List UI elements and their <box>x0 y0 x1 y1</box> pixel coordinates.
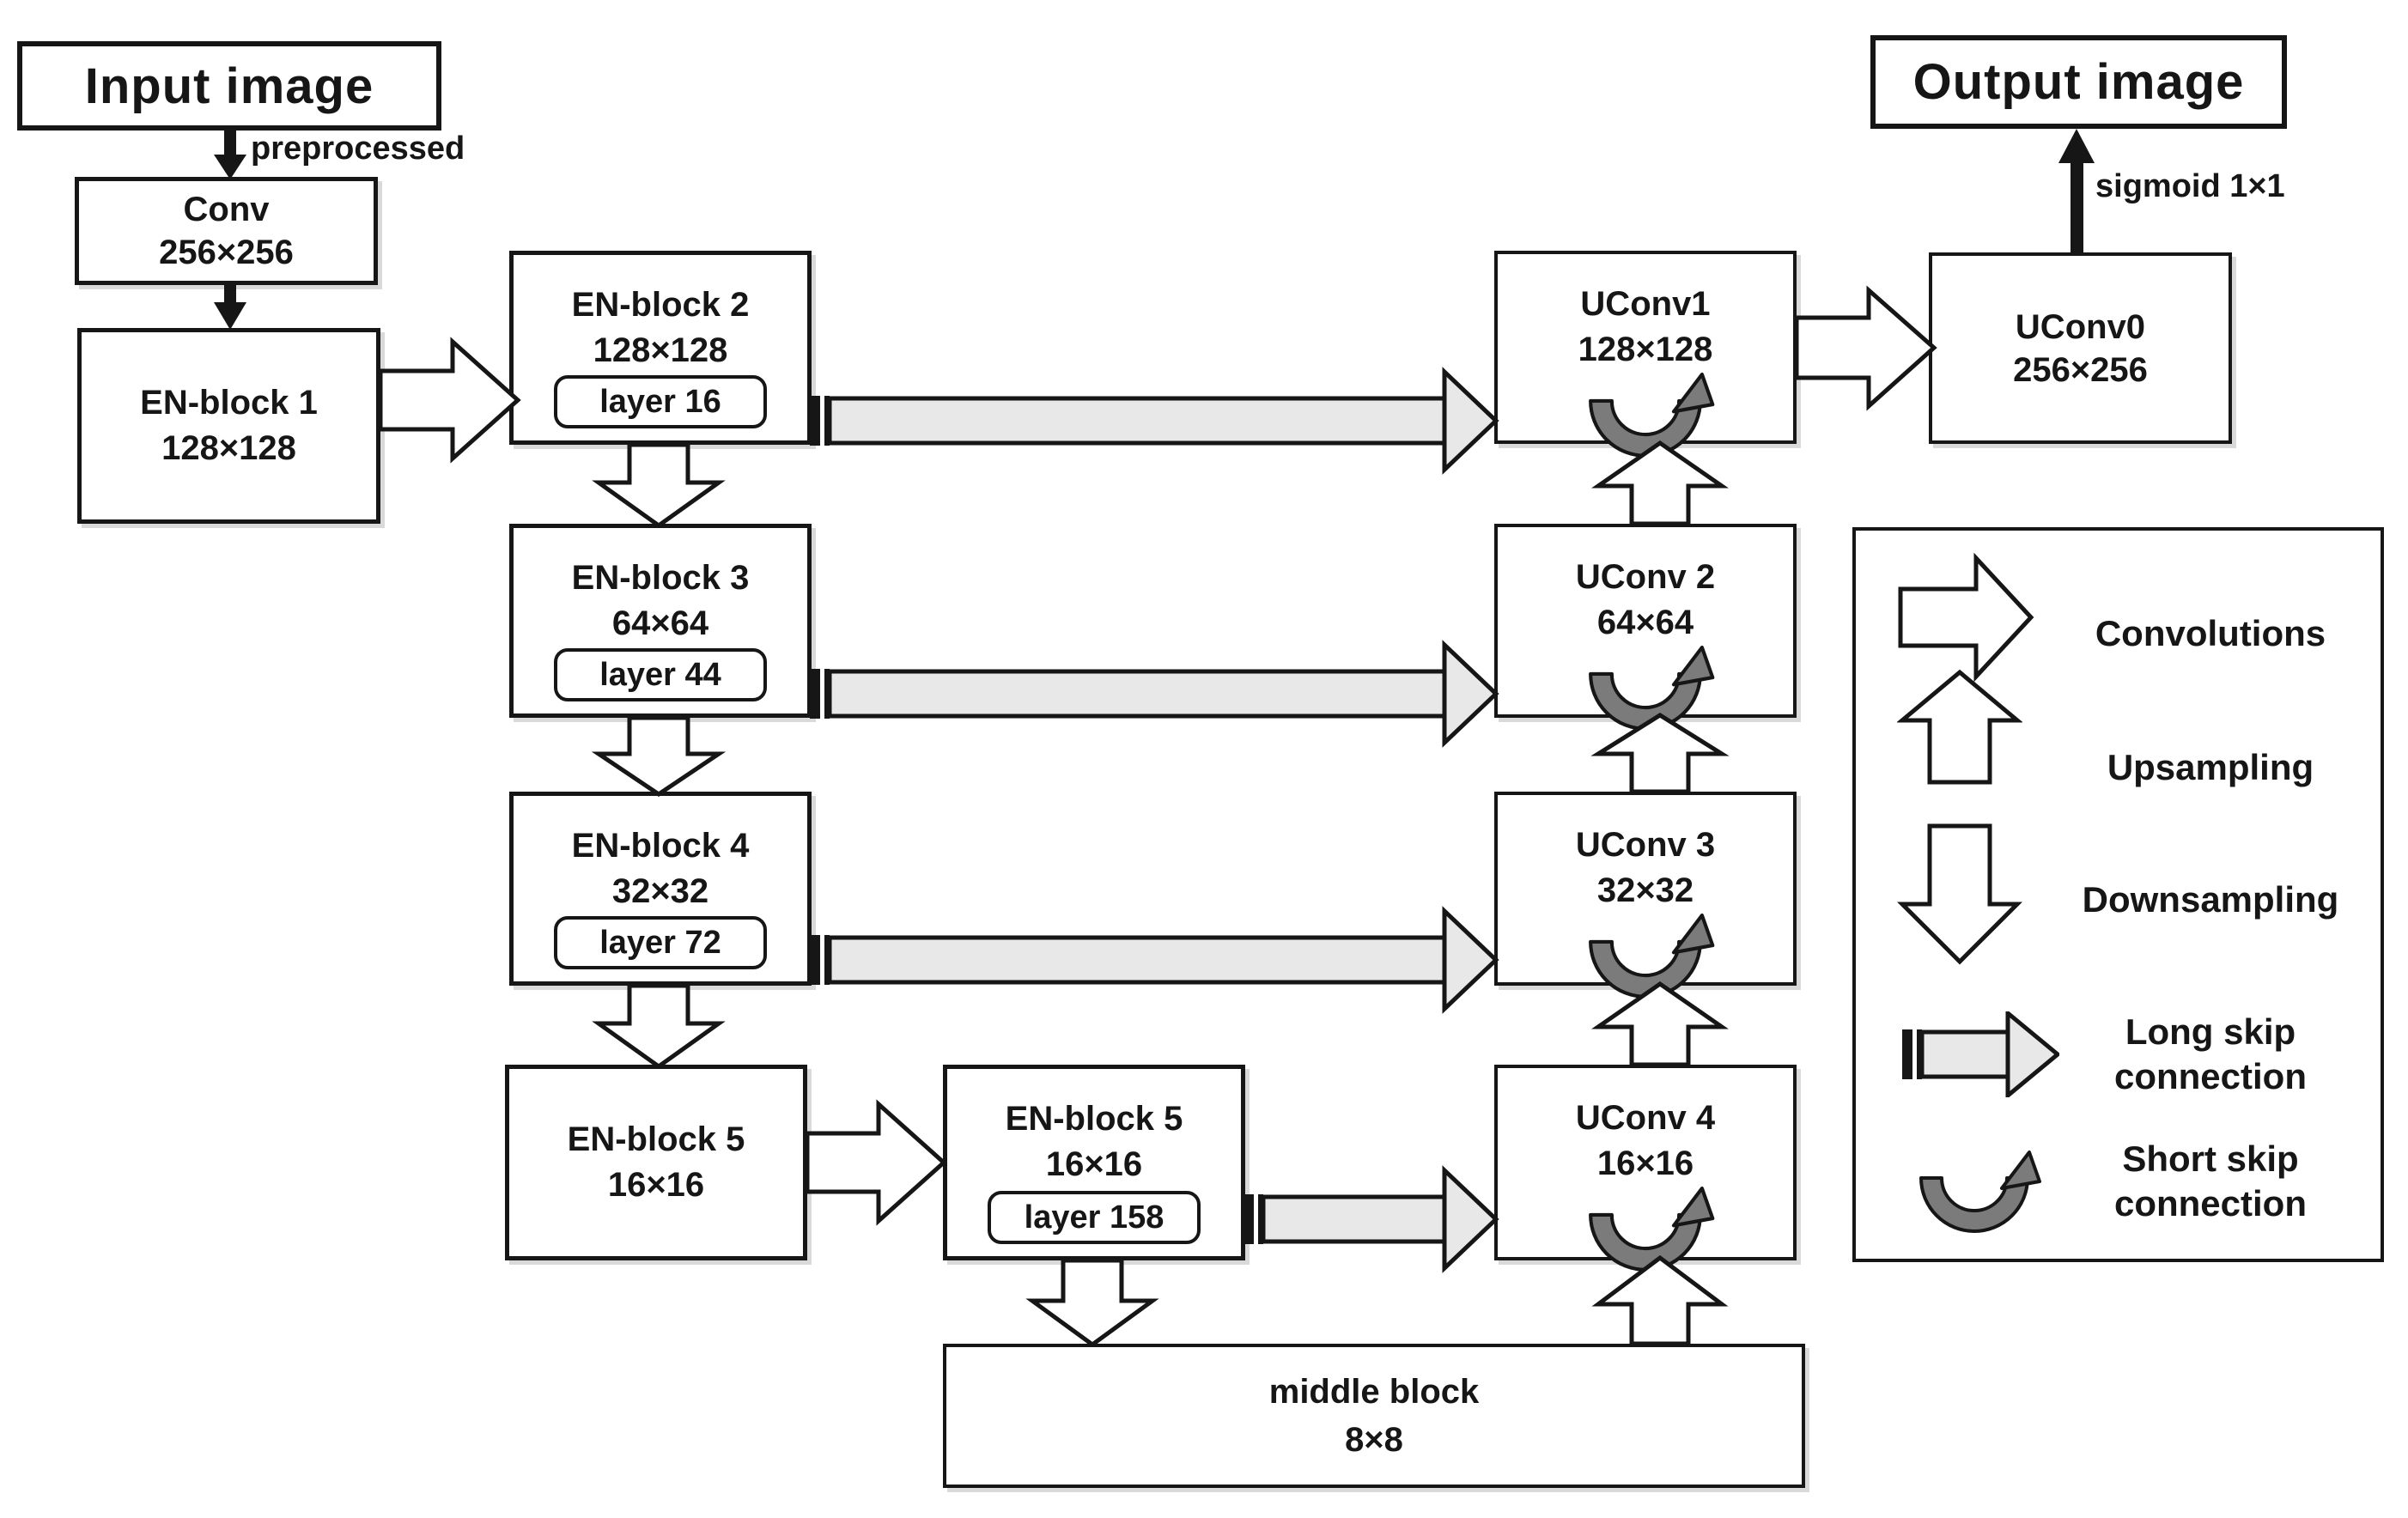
sigmoid-arrow <box>2058 129 2095 254</box>
long-skip-arrow-icon <box>1900 1008 2061 1102</box>
long-skip-connection-en3-uconv2 <box>810 640 1499 748</box>
output-image-label: Output image <box>1912 54 2245 110</box>
long-skip-connection-en4-uconv3 <box>810 906 1499 1014</box>
en-block-1-title: EN-block 1 <box>140 384 318 422</box>
long-skip-connection-en2-uconv1 <box>810 367 1499 475</box>
legend-box: Convolutions Upsampling Downsampling <box>1852 527 2384 1262</box>
middle-block-dims: 8×8 <box>1345 1421 1403 1459</box>
legend-item-short-skip: Short skip connection <box>2113 1138 2307 1224</box>
en-block-5b-title: EN-block 5 <box>1005 1100 1183 1138</box>
uconv1-to-uconv0-conv-arrow <box>1794 285 1937 411</box>
downsampling-arrow-en2-en3 <box>592 442 726 529</box>
input-image-label: Input image <box>84 58 374 114</box>
en-block-5-title: EN-block 5 <box>567 1120 745 1158</box>
short-skip-arc-icon <box>1575 914 1717 1006</box>
en-block-3-dims: 64×64 <box>611 604 709 642</box>
conv-dims: 256×256 <box>159 234 294 271</box>
input-to-conv-arrow <box>214 128 246 179</box>
uconv0-box: UConv0 256×256 <box>1929 252 2232 444</box>
uconv3-dims: 32×32 <box>1596 871 1694 909</box>
uconv4-title: UConv 4 <box>1575 1099 1716 1137</box>
en5a-to-en5b-conv-arrow <box>805 1099 947 1226</box>
en-block-5-box: EN-block 5 16×16 <box>505 1065 807 1260</box>
uconv4-dims: 16×16 <box>1596 1145 1694 1182</box>
en-block-2-box: EN-block 2 128×128 layer 16 <box>509 251 812 445</box>
en-block-2-dims: 128×128 <box>593 331 728 369</box>
output-image-box: Output image <box>1870 35 2287 129</box>
conv-to-en1-arrow <box>214 282 246 330</box>
uconv2-box: UConv 2 64×64 <box>1494 524 1797 731</box>
en-block-4-dims: 32×32 <box>611 872 709 910</box>
preprocessed-label: preprocessed <box>251 131 465 167</box>
uconv0-dims: 256×256 <box>2013 350 2148 389</box>
short-skip-arc-icon <box>1575 373 1717 465</box>
en-block-5b-box: EN-block 5 16×16 layer 158 <box>943 1065 1245 1260</box>
en1-to-en2-conv-arrow <box>378 337 521 464</box>
sigmoid-label: sigmoid 1×1 <box>2095 168 2285 204</box>
short-skip-arc-icon <box>1575 646 1717 738</box>
uconv1-dims: 128×128 <box>1578 331 1713 368</box>
middle-block-title: middle block <box>1268 1373 1480 1411</box>
uconv1-title: UConv1 <box>1580 285 1711 323</box>
en-block-2-title: EN-block 2 <box>571 286 750 324</box>
legend-item-convolutions: Convolutions <box>2095 613 2326 653</box>
uconv2-dims: 64×64 <box>1596 604 1694 641</box>
short-skip-arc-icon <box>1906 1151 2043 1241</box>
middle-block-box: middle block 8×8 <box>943 1344 1805 1488</box>
downsampling-arrow-en5-middle <box>1025 1258 1159 1348</box>
layer-badge: layer 158 <box>988 1191 1201 1244</box>
en-block-1-box: EN-block 1 128×128 <box>77 328 380 524</box>
legend-item-upsampling: Upsampling <box>2107 747 2314 787</box>
en-block-4-box: EN-block 4 32×32 layer 72 <box>509 792 812 986</box>
upsampling-arrow-icon <box>1896 669 2023 791</box>
uconv3-title: UConv 3 <box>1575 826 1716 864</box>
layer-badge: layer 44 <box>554 648 767 701</box>
downsampling-arrow-en4-en5 <box>592 983 726 1070</box>
uconv4-box: UConv 4 16×16 <box>1494 1065 1797 1272</box>
conv-box: Conv 256×256 <box>75 177 378 285</box>
legend-item-long-skip: Long skip connection <box>2113 1011 2307 1096</box>
uconv3-box: UConv 3 32×32 <box>1494 792 1797 999</box>
uconv0-title: UConv0 <box>2015 307 2146 346</box>
layer-badge: layer 16 <box>554 375 767 428</box>
long-skip-connection-en5-uconv4 <box>1244 1165 1499 1273</box>
en-block-1-dims: 128×128 <box>161 429 296 467</box>
layer-badge: layer 72 <box>554 916 767 969</box>
en-block-5-dims: 16×16 <box>607 1166 705 1204</box>
conv-title: Conv <box>183 191 270 228</box>
downsampling-arrow-en3-en4 <box>591 715 727 798</box>
en-block-3-box: EN-block 3 64×64 layer 44 <box>509 524 812 718</box>
uconv2-title: UConv 2 <box>1575 558 1716 596</box>
en-block-5b-dims: 16×16 <box>1045 1145 1143 1183</box>
downsampling-arrow-icon <box>1896 823 2023 970</box>
legend-item-downsampling: Downsampling <box>2082 879 2339 920</box>
en-block-4-title: EN-block 4 <box>571 827 750 865</box>
convolutions-arrow-icon <box>1897 552 2034 686</box>
short-skip-arc-icon <box>1575 1187 1717 1279</box>
uconv1-box: UConv1 128×128 <box>1494 251 1797 458</box>
en-block-3-title: EN-block 3 <box>571 559 750 597</box>
input-image-box: Input image <box>17 41 441 131</box>
